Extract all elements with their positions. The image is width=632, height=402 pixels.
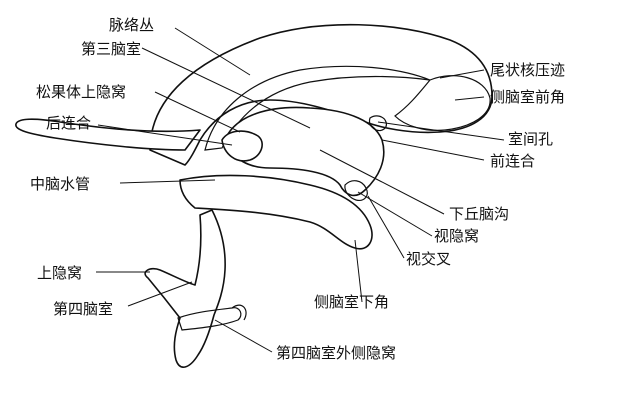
- label-caudate-impression: 尾状核压迹: [490, 61, 565, 79]
- label-inferior-horn: 侧脑室下角: [314, 293, 389, 311]
- anterior-horn-region: [394, 75, 491, 131]
- third-ventricle-shape: [224, 106, 385, 197]
- leader-fourth-ventricle: [127, 281, 193, 307]
- leader-caudate-impression: [439, 69, 485, 79]
- leader-lateral-recess: [214, 319, 273, 353]
- label-lateral-recess: 第四脑室外侧隐窝: [276, 344, 396, 362]
- label-superior-recess: 上隐窝: [37, 264, 82, 282]
- label-optic-recess: 视隐窝: [434, 227, 479, 245]
- label-third-ventricle: 第三脑室: [81, 40, 141, 58]
- label-cerebral-aqueduct: 中脑水管: [30, 175, 90, 193]
- leader-optic-chiasm: [367, 195, 405, 259]
- label-interventricular-foramen: 室间孔: [508, 130, 553, 148]
- lateral-ventricle-body: [149, 23, 493, 166]
- aqueduct-fourth-ventricle: [144, 209, 226, 368]
- lateral-recess-shape: [177, 307, 242, 331]
- label-hypothalamic-sulcus: 下丘脑沟: [449, 205, 509, 223]
- choroid-plexus-band: [204, 65, 431, 151]
- label-choroid-plexus: 脉络丛: [109, 16, 154, 34]
- leader-interventricular-foramen: [377, 121, 505, 141]
- label-posterior-commissure: 后连合: [46, 114, 91, 132]
- leader-third-ventricle: [141, 47, 311, 129]
- inferior-horn-shape: [179, 174, 373, 250]
- label-suprapineal-recess: 松果体上隐窝: [36, 83, 126, 101]
- leader-anterior-horn: [454, 96, 485, 101]
- leader-inferior-horn: [354, 239, 363, 303]
- label-optic-chiasm: 视交叉: [406, 250, 451, 268]
- leader-choroid-plexus: [174, 27, 251, 76]
- posterior-extension: [15, 118, 201, 151]
- posterior-opening: [221, 130, 263, 162]
- optic-recess-shape: [344, 180, 368, 201]
- leader-anterior-commissure: [381, 139, 485, 161]
- label-anterior-horn: 侧脑室前角: [490, 88, 565, 106]
- leader-cerebral-aqueduct: [119, 179, 216, 184]
- leader-suprapineal-recess: [154, 91, 241, 133]
- label-fourth-ventricle: 第四脑室: [53, 300, 113, 318]
- leader-posterior-commissure: [97, 124, 233, 146]
- lateral-recess-tip: [231, 304, 247, 321]
- leader-hypothalamic-sulcus: [319, 149, 445, 215]
- leader-lines: [96, 27, 505, 353]
- label-anterior-commissure: 前连合: [490, 152, 535, 170]
- interventricular-foramen-shape: [368, 115, 387, 132]
